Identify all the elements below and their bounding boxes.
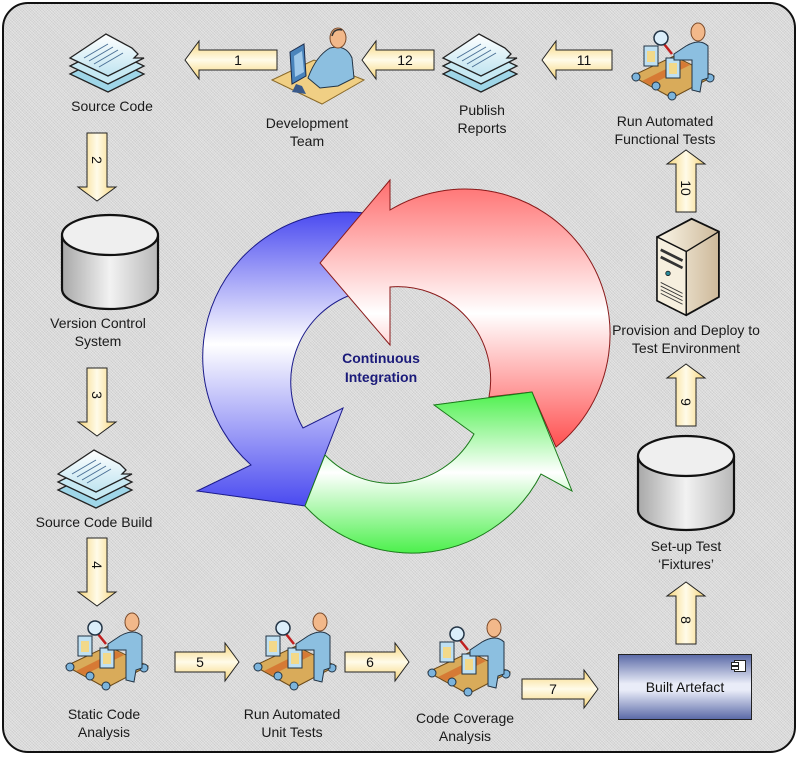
step-number-2: 2: [89, 156, 105, 164]
label-line: System: [74, 333, 122, 349]
step-number-6: 6: [366, 654, 374, 670]
node-label-development-team: Development Team: [266, 114, 349, 150]
label-line: Source Code Build: [35, 514, 153, 530]
node-label-publish-reports: Publish Reports: [457, 101, 506, 137]
label-line: ‘Fixtures’: [657, 556, 714, 572]
cycle-arrow-red: [319, 178, 611, 448]
step-arrow-3: [76, 367, 118, 437]
node-label-code-coverage: Code Coverage Analysis: [416, 709, 514, 745]
step-arrow-12: [361, 39, 435, 81]
step-number-4: 4: [89, 561, 105, 569]
step-arrow-11: [541, 39, 613, 81]
step-number-3: 3: [89, 391, 105, 399]
code-coverage-icon[interactable]: [426, 617, 512, 698]
label-line: Code Coverage: [415, 710, 515, 726]
label-line: Set-up Test: [650, 538, 722, 554]
label-line: Functional Tests: [614, 131, 716, 147]
run-unit-tests-icon[interactable]: [252, 611, 338, 692]
run-functional-tests-icon[interactable]: [630, 21, 716, 102]
step-arrow-10: [665, 149, 707, 213]
built-artefact-label: Built Artefact: [645, 679, 725, 695]
cycle-arrow-green: [304, 391, 573, 554]
step-number-5: 5: [196, 654, 204, 670]
step-number-9: 9: [678, 398, 694, 406]
step-number-11: 11: [577, 52, 592, 68]
label-line: Version Control: [50, 315, 146, 331]
node-label-run-unit-tests: Run Automated Unit Tests: [244, 705, 341, 741]
node-label-version-control: Version Control System: [50, 314, 146, 350]
ci-label-line-1: Continuous: [342, 350, 420, 366]
label-line: Reports: [457, 120, 507, 136]
node-label-setup-fixtures: Set-up Test ‘Fixtures’: [651, 537, 722, 573]
label-line: Publish: [459, 102, 505, 118]
label-line: Development: [265, 115, 349, 131]
node-label-static-code-analysis: Static Code Analysis: [68, 705, 140, 741]
label-line: Run Automated: [243, 706, 341, 722]
node-label-run-functional-tests: Run Automated Functional Tests: [615, 112, 716, 148]
step-arrow-1: [184, 39, 278, 81]
cycle-arrow-blue: [195, 211, 366, 507]
component-icon: [731, 660, 746, 672]
label-line: Run Automated: [616, 113, 714, 129]
label-line: Static Code: [67, 706, 141, 722]
publish-reports-icon[interactable]: [442, 33, 518, 93]
step-number-1: 1: [234, 52, 242, 68]
step-number-7: 7: [549, 681, 557, 697]
step-number-10: 10: [678, 180, 694, 196]
label-line: Provision and Deploy to: [612, 322, 760, 338]
ci-center-label: Continuous Integration: [342, 349, 420, 387]
step-arrow-7: [521, 668, 599, 710]
label-line: Team: [289, 133, 325, 149]
ci-cycle: [195, 178, 611, 554]
step-arrow-8: [665, 581, 707, 645]
development-team-icon[interactable]: [271, 27, 365, 105]
step-arrow-2: [76, 132, 118, 202]
label-line: Test Environment: [631, 340, 741, 356]
node-label-provision-deploy: Provision and Deploy to Test Environment: [612, 321, 760, 357]
version-control-icon[interactable]: [60, 213, 160, 311]
step-arrow-9: [665, 363, 707, 427]
label-line: Unit Tests: [261, 724, 323, 740]
step-arrow-6: [344, 641, 410, 683]
step-number-8: 8: [678, 616, 694, 624]
step-number-12: 12: [397, 52, 413, 68]
source-code-build-icon[interactable]: [57, 449, 133, 509]
setup-fixtures-icon[interactable]: [636, 434, 736, 532]
label-line: Analysis: [438, 728, 492, 744]
provision-deploy-icon[interactable]: [655, 217, 721, 317]
node-label-source-code-build: Source Code Build: [36, 513, 153, 531]
label-line: Analysis: [77, 724, 131, 740]
built-artefact-box[interactable]: Built Artefact: [618, 654, 752, 720]
label-line: Source Code: [71, 98, 153, 114]
node-label-source-code: Source Code: [71, 97, 153, 115]
step-arrow-5: [174, 641, 240, 683]
source-code-icon[interactable]: [69, 33, 145, 93]
static-code-analysis-icon[interactable]: [64, 611, 150, 692]
step-arrow-4: [76, 537, 118, 607]
ci-label-line-2: Integration: [344, 369, 418, 385]
